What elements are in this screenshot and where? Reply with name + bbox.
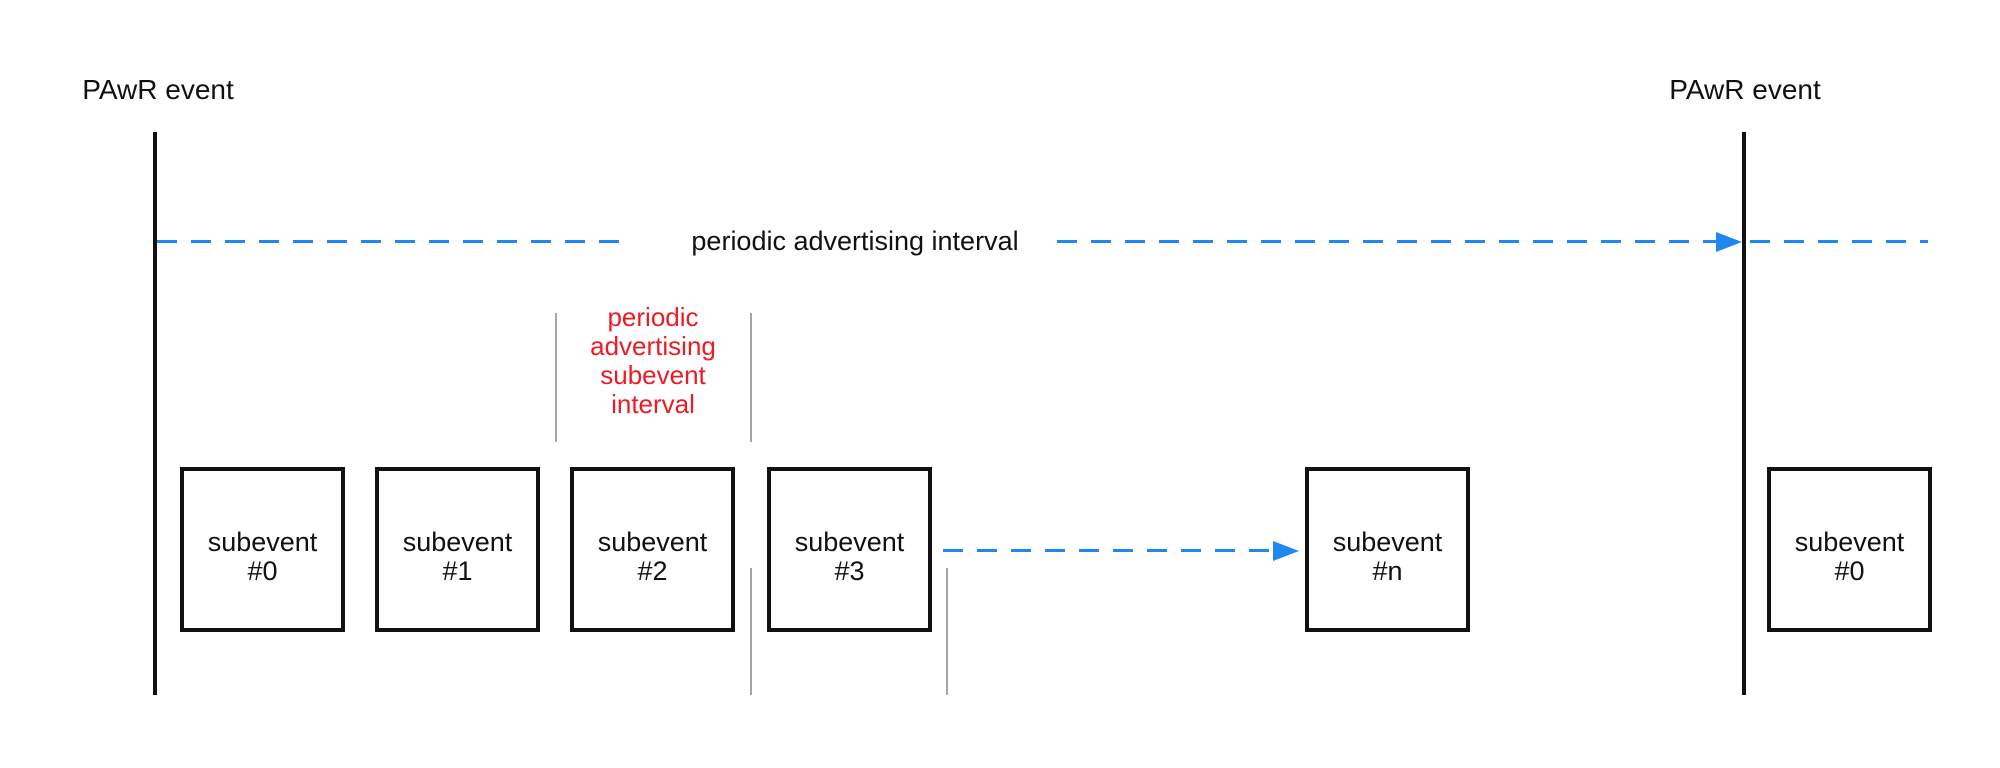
subevent-title: subevent [597, 526, 708, 557]
subevent-boundary-line-lower-left [750, 568, 752, 695]
pawr-event-label-right: PAwR event [1669, 74, 1821, 105]
arrowhead-right-icon [1716, 232, 1742, 252]
subevent-box-2: subevent #2 [570, 467, 735, 632]
periodic-advertising-interval-label: periodic advertising interval [691, 226, 1019, 256]
subevent-number: #n [1372, 555, 1403, 586]
subevent-ellipsis-dash [943, 549, 1273, 552]
subevent-box-1: subevent #1 [375, 467, 540, 632]
pawr-event-label-left: PAwR event [82, 74, 234, 105]
pawr-event-line-left [153, 132, 157, 695]
arrowhead-right-icon [1273, 541, 1299, 561]
subevent-boundary-line-lower-right [946, 568, 948, 695]
subevent-number: #1 [442, 555, 473, 586]
subevent-box-3: subevent #3 [767, 467, 932, 632]
subevent-interval-boundary-line-left [555, 313, 557, 442]
subevent-title: subevent [1794, 526, 1905, 557]
subevent-title: subevent [1332, 526, 1443, 557]
subevent-box-0: subevent #0 [180, 467, 345, 632]
periodic-advertising-interval-dash-left-segment [157, 240, 633, 243]
periodic-advertising-interval-dash-continuation [1750, 240, 1928, 243]
pawr-event-line-right [1742, 132, 1746, 695]
subevent-number: #2 [637, 555, 668, 586]
subevent-number: #0 [1834, 555, 1865, 586]
subevent-interval-boundary-line-right [750, 313, 752, 442]
subevent-box-0-next-event: subevent #0 [1767, 467, 1932, 632]
subevent-box-n: subevent #n [1305, 467, 1470, 632]
subevent-interval-label: periodic advertising subevent interval [590, 302, 716, 419]
subevent-title: subevent [402, 526, 513, 557]
subevent-title: subevent [207, 526, 318, 557]
subevent-number: #3 [834, 555, 865, 586]
subevent-number: #0 [247, 555, 278, 586]
subevent-title: subevent [794, 526, 905, 557]
periodic-advertising-interval-dash-right-segment [1057, 240, 1716, 243]
